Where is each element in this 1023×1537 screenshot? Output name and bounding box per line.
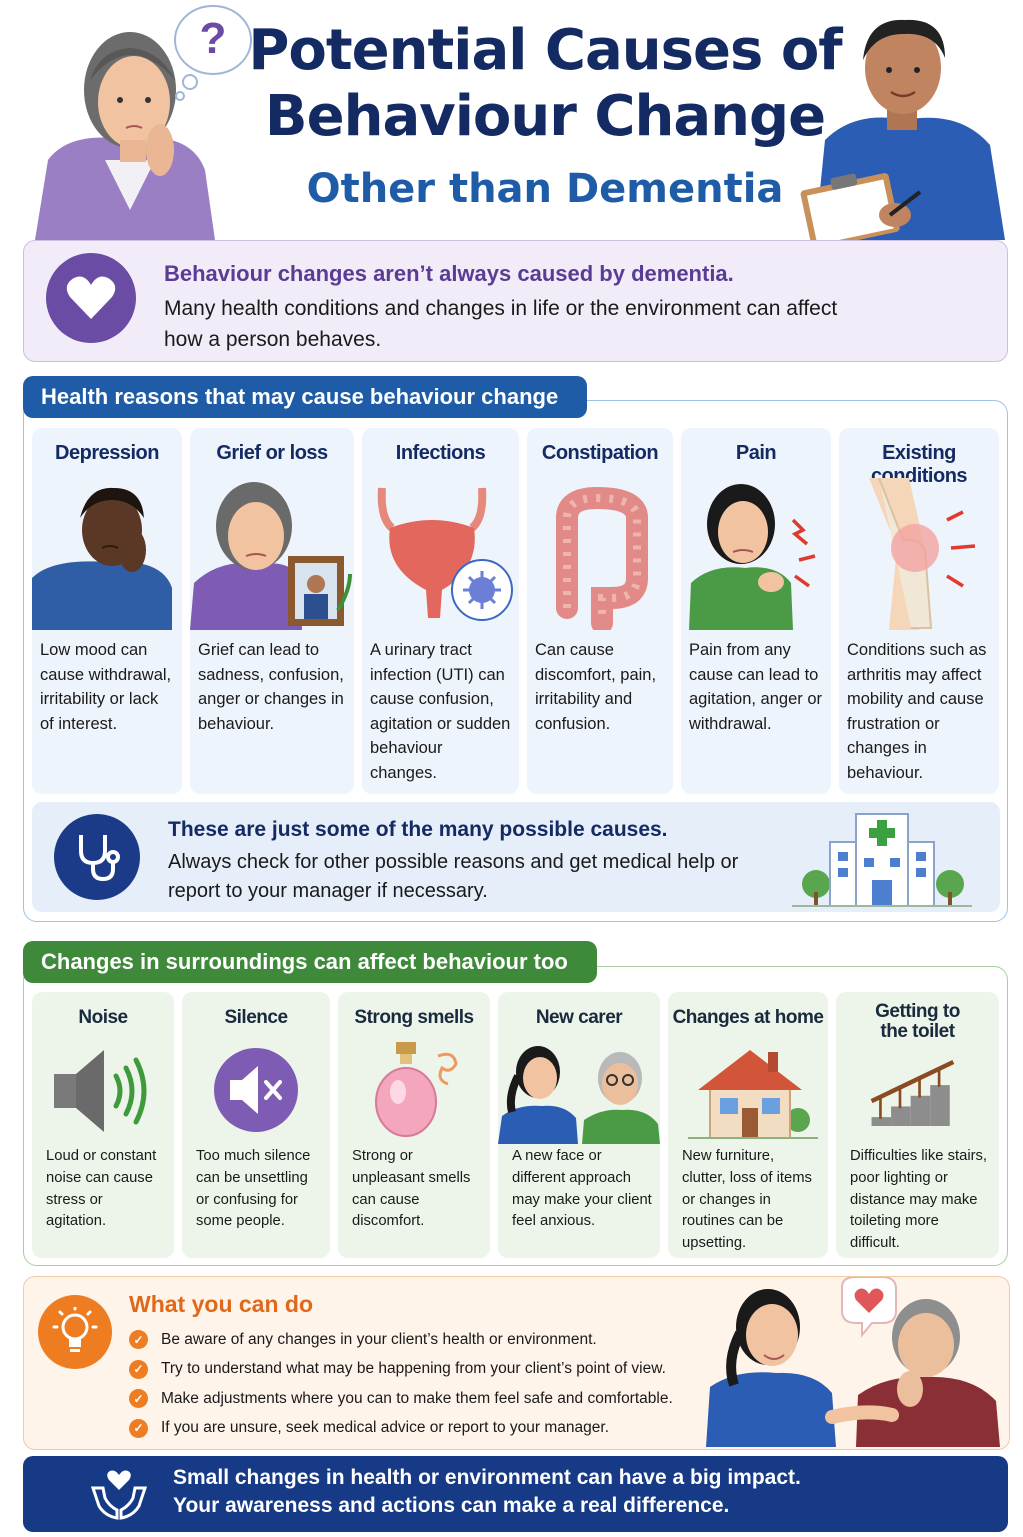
card-title: New carer bbox=[535, 1007, 623, 1028]
card-title: Noise bbox=[78, 1007, 128, 1028]
shoulder-pain-icon bbox=[689, 484, 816, 630]
intro-body: Many health conditions and changes in li… bbox=[164, 297, 838, 351]
speaker-loud-icon bbox=[54, 1050, 147, 1132]
note-body: Always check for other possible reasons … bbox=[168, 851, 739, 902]
check-icon: ✓ bbox=[129, 1418, 148, 1438]
environment-banner: Changes in surroundings can affect behav… bbox=[23, 941, 597, 983]
actions-list: ✓Be aware of any changes in your client’… bbox=[129, 1325, 673, 1443]
check-icon: ✓ bbox=[129, 1389, 148, 1409]
intro-heading: Behaviour changes aren’t always caused b… bbox=[164, 261, 734, 286]
title-line-1: Potential Causes of bbox=[248, 18, 842, 83]
card-title: Silence bbox=[224, 1007, 288, 1028]
stairs-icon bbox=[870, 1059, 955, 1126]
card-title: Grief or loss bbox=[216, 442, 328, 464]
health-card-depression: Depression Low mood can cause withdrawal… bbox=[32, 428, 182, 794]
grieving-woman-icon bbox=[190, 482, 352, 630]
what-you-can-do-panel: What you can do ✓Be aware of any changes… bbox=[23, 1276, 1010, 1450]
footer-line-1: Small changes in health or environment c… bbox=[173, 1466, 801, 1489]
hands-heart-icon bbox=[90, 1470, 148, 1520]
thought-bubble-icon bbox=[174, 5, 252, 101]
stethoscope-icon bbox=[54, 814, 140, 900]
card-title: Depression bbox=[55, 442, 159, 464]
card-title: Changes at home bbox=[672, 1007, 824, 1028]
intestine-icon bbox=[556, 486, 648, 630]
lightbulb-icon bbox=[38, 1295, 112, 1369]
health-card-grief: Grief or loss Grief can lead to sadness,… bbox=[190, 428, 354, 794]
sad-man-icon bbox=[32, 487, 172, 630]
env-card-getting-to-toilet: Getting to the toilet Difficulties like … bbox=[836, 992, 999, 1258]
title-line-2: Behaviour Change bbox=[264, 84, 826, 149]
footer-text: Small changes in health or environment c… bbox=[173, 1464, 801, 1520]
carer-and-client-icon bbox=[498, 1046, 660, 1144]
card-body: Low mood can cause withdrawal, irritabil… bbox=[40, 641, 172, 733]
footer-line-2: Your awareness and actions can make a re… bbox=[173, 1494, 730, 1517]
list-item: ✓Try to understand what may be happening… bbox=[129, 1355, 673, 1385]
card-title: Pain bbox=[735, 442, 777, 464]
health-card-existing-conditions: Existing conditions Conditions such as a… bbox=[839, 428, 999, 794]
house-icon bbox=[688, 1050, 818, 1139]
env-card-silence: Silence Too much silence can be unsettli… bbox=[182, 992, 330, 1258]
note-heading: These are just some of the many possible… bbox=[168, 818, 668, 841]
possible-causes-note: These are just some of the many possible… bbox=[32, 802, 1000, 912]
list-item: ✓If you are unsure, seek medical advice … bbox=[129, 1414, 673, 1444]
health-banner: Health reasons that may cause behaviour … bbox=[23, 376, 587, 418]
card-body: Pain from any cause can lead to agitatio… bbox=[689, 641, 823, 733]
hospital-icon bbox=[792, 813, 972, 907]
thinking-woman-illustration bbox=[35, 32, 215, 240]
speaker-mute-icon bbox=[214, 1048, 298, 1132]
bladder-virus-icon bbox=[377, 487, 513, 621]
intro-panel: Behaviour changes aren’t always caused b… bbox=[23, 240, 1008, 362]
check-icon: ✓ bbox=[129, 1359, 148, 1379]
health-card-infections: Infections A urinary tract infection (UT… bbox=[362, 428, 519, 794]
header: ? Potential Causes of Behaviour Change O… bbox=[0, 0, 1023, 240]
env-card-noise: Noise Loud or constant noise can cause s… bbox=[32, 992, 174, 1258]
card-body: Grief can lead to sadness, confusion, an… bbox=[198, 641, 344, 733]
list-item: ✓Make adjustments where you can to make … bbox=[129, 1384, 673, 1414]
card-body: Strong or unpleasant smells can cause di… bbox=[352, 1148, 471, 1230]
perfume-bottle-icon bbox=[375, 1042, 458, 1137]
health-card-constipation: Constipation Can cause discomfort, pain,… bbox=[527, 428, 673, 794]
knee-joint-icon bbox=[869, 478, 976, 630]
card-body: Conditions such as arthritis may affect … bbox=[847, 641, 987, 782]
check-icon: ✓ bbox=[129, 1330, 148, 1350]
carer-comforting-client-illustration bbox=[706, 1277, 1000, 1447]
question-mark: ? bbox=[199, 14, 227, 63]
card-title: Infections bbox=[395, 442, 486, 464]
card-body: Loud or constant noise can cause stress … bbox=[46, 1148, 157, 1230]
footer-banner: Small changes in health or environment c… bbox=[23, 1456, 1008, 1532]
card-title: Strong smells bbox=[354, 1007, 474, 1028]
env-card-new-carer: New carer A new face or different approa… bbox=[498, 992, 660, 1258]
card-body: New furniture, clutter, loss of items or… bbox=[682, 1148, 812, 1252]
env-card-changes-at-home: Changes at home New furniture, clutter, … bbox=[668, 992, 828, 1258]
carer-with-clipboard-illustration bbox=[800, 19, 1005, 240]
card-title: Getting to the toilet bbox=[875, 1001, 960, 1042]
heart-icon bbox=[46, 253, 136, 343]
actions-heading: What you can do bbox=[129, 1291, 313, 1317]
card-body: Can cause discomfort, pain, irritability… bbox=[535, 641, 657, 733]
subtitle: Other than Dementia bbox=[306, 166, 784, 212]
card-body: Difficulties like stairs, poor lighting … bbox=[850, 1148, 988, 1252]
card-body: A new face or different approach may mak… bbox=[512, 1148, 652, 1230]
list-item: ✓Be aware of any changes in your client’… bbox=[129, 1325, 673, 1355]
card-title: Constipation bbox=[541, 442, 659, 464]
env-card-strong-smells: Strong smells Strong or unpleasant smell… bbox=[338, 992, 490, 1258]
health-card-pain: Pain Pain from any cause can lead to agi… bbox=[681, 428, 831, 794]
card-body: Too much silence can be unsettling or co… bbox=[196, 1148, 311, 1230]
card-body: A urinary tract infection (UTI) can caus… bbox=[370, 641, 511, 782]
